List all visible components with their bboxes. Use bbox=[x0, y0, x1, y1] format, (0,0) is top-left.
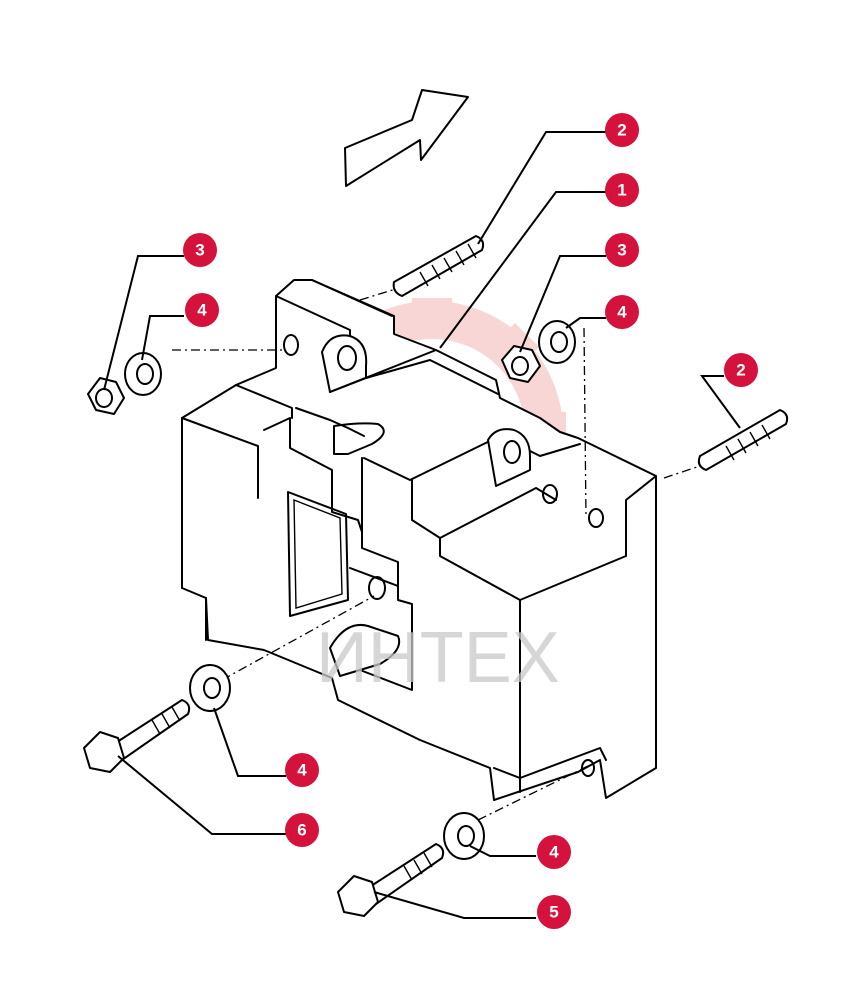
bolt-lower-left bbox=[83, 699, 191, 773]
leader-lines bbox=[103, 131, 741, 919]
callout-circle bbox=[724, 353, 758, 387]
callout-1: 1 bbox=[605, 173, 639, 207]
washer-left bbox=[124, 352, 162, 396]
callout-circle bbox=[605, 233, 639, 267]
axis-line bbox=[477, 765, 589, 821]
watermark-text: ИНТЕХ bbox=[316, 618, 560, 698]
callout-label: 4 bbox=[617, 303, 627, 322]
callout-circle bbox=[285, 813, 319, 847]
callout-label: 3 bbox=[195, 241, 204, 260]
callout-3-left: 3 bbox=[183, 233, 217, 267]
bracket-body bbox=[181, 279, 657, 801]
callout-label: 2 bbox=[617, 121, 626, 140]
callout-4-left: 4 bbox=[185, 293, 219, 327]
mounting-hole bbox=[542, 484, 558, 504]
callout-2-top: 2 bbox=[605, 113, 639, 147]
callout-4-lower-right: 4 bbox=[537, 835, 571, 869]
callout-circle bbox=[605, 113, 639, 147]
washer-lower-right bbox=[443, 812, 485, 860]
mounting-hole bbox=[588, 508, 604, 528]
axis-line bbox=[583, 327, 587, 519]
callout-label: 4 bbox=[297, 761, 307, 780]
callout-label: 4 bbox=[197, 301, 207, 320]
mounting-hole bbox=[368, 576, 386, 600]
direction-arrow bbox=[344, 89, 469, 187]
callout-circle bbox=[605, 173, 639, 207]
callout-circle bbox=[537, 895, 571, 929]
callout-3-right: 3 bbox=[605, 233, 639, 267]
callout-4-lower-left: 4 bbox=[285, 753, 319, 787]
callout-circle bbox=[285, 753, 319, 787]
callout-circle bbox=[605, 295, 639, 329]
stud-top bbox=[392, 235, 485, 297]
callout-6: 6 bbox=[285, 813, 319, 847]
callout-2-right: 2 bbox=[724, 353, 758, 387]
callout-5: 5 bbox=[537, 895, 571, 929]
callout-label: 6 bbox=[297, 821, 306, 840]
washer-lower-left bbox=[189, 664, 231, 712]
callout-label: 1 bbox=[617, 181, 626, 200]
mounting-hole bbox=[283, 334, 299, 356]
bolt-lower-right bbox=[337, 843, 445, 917]
callout-circle bbox=[185, 293, 219, 327]
callout-4-right: 4 bbox=[605, 295, 639, 329]
stud-right bbox=[697, 409, 789, 471]
callout-circle bbox=[183, 233, 217, 267]
axis-line bbox=[663, 465, 701, 479]
callout-circle bbox=[537, 835, 571, 869]
mounting-hole bbox=[337, 345, 357, 371]
mounting-hole bbox=[503, 440, 521, 464]
washer-right bbox=[538, 320, 576, 364]
nut-right bbox=[501, 345, 541, 383]
callout-label: 2 bbox=[736, 361, 745, 380]
callout-label: 4 bbox=[549, 843, 559, 862]
callout-label: 5 bbox=[549, 903, 558, 922]
callout-badges: 2 1 3 4 3 4 2 4 bbox=[183, 113, 758, 929]
callout-label: 3 bbox=[617, 241, 626, 260]
mounting-hole bbox=[581, 759, 595, 777]
